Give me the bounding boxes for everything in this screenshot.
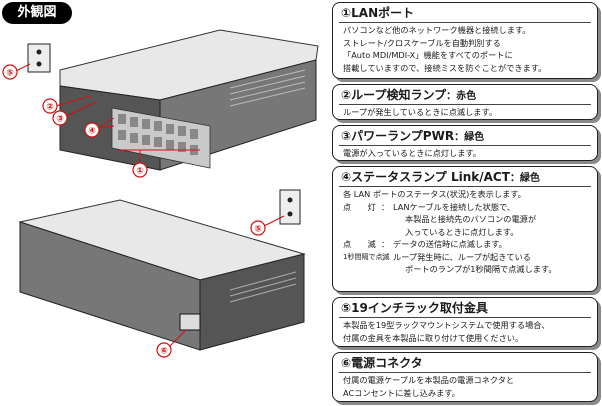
title-text: ⑥電源コネクタ — [341, 356, 423, 370]
panel-title: ⑤19インチラック取付金具 — [333, 298, 597, 316]
body-line: 搭載していますので、接続ミスを防ぐことができます。 — [343, 62, 547, 73]
panel-rack-bracket: ⑤19インチラック取付金具 本製品を19型ラックマウントシステムで使用する場合、… — [332, 297, 598, 347]
body-line: 本製品を19型ラックマウントシステムで使用する場合、 — [343, 320, 550, 330]
status-label: 点 灯 — [343, 201, 376, 212]
panel-loop-lamp: ②ループ検知ランプ：赤色 ループが発生しているときに点滅します。 — [332, 84, 598, 120]
callout-5-top: ⑤ — [6, 69, 14, 79]
status-item: 点 灯：LANケーブルを接続した状態で、 — [343, 201, 516, 212]
panel-power-connector: ⑥電源コネクタ 付属の電源ケーブルを本製品の電源コネクタと ACコンセントに差し… — [332, 352, 598, 402]
body-line: 本製品と接続先のパソコンの電源が — [405, 214, 537, 224]
rear-vents — [229, 271, 297, 303]
status-label: 1秒間隔で点滅 — [343, 252, 390, 261]
panel-power-lamp: ③パワーランプPWR：緑色 電源が入っているときに点灯します。 — [332, 125, 598, 161]
status-item: 点 滅：データの送信時に点滅します。 — [343, 239, 507, 249]
callout-1: ① — [136, 167, 144, 177]
title-subtitle: ：緑色 — [454, 132, 485, 143]
body-line: ループが発生しているときに点滅します。 — [343, 107, 498, 117]
bracket-hole-icon — [287, 197, 293, 203]
title-text: ⑤19インチラック取付金具 — [341, 301, 488, 315]
title-text: ③パワーランプPWR — [341, 129, 455, 143]
callout-5-right: ⑤ — [254, 225, 262, 235]
switch-vents — [229, 69, 306, 107]
body-line: 各 LAN ポートのステータス(状況)を表示します。 — [343, 189, 526, 199]
panel-title: ④ステータスランプ Link/ACT：緑色 — [333, 167, 597, 185]
callout-2: ② — [46, 103, 54, 113]
panel-title: ⑥電源コネクタ — [333, 353, 597, 371]
callout-6: ⑥ — [160, 347, 168, 357]
header-tag: 外観図 — [2, 2, 72, 24]
body-line: 「Auto MDI/MDI-X」機能をすべてのポートに — [343, 50, 513, 60]
power-connector-icon — [179, 313, 201, 331]
body-line: 付属の金具を本製品に取り付けて使用ください。 — [343, 332, 524, 343]
title-text: ①LANポート — [341, 6, 415, 20]
title-subtitle: ：赤色 — [446, 91, 477, 102]
status-item: 1秒間隔で点滅：ループ発生時に、ループが起きている — [343, 251, 531, 262]
body-line: 付属の電源ケーブルを本製品の電源コネクタと — [343, 375, 515, 385]
status-text: LANケーブルを接続した状態で、 — [393, 201, 516, 212]
callout-markers: ⑤ ② ③ ④ ① ⑤ ⑥ — [2, 64, 266, 358]
panel-status-lamp: ④ステータスランプ Link/ACT：緑色 各 LAN ポートのステータス(状況… — [332, 166, 598, 292]
body-line: ストレート/クロスケーブルを自動判別する — [343, 37, 501, 48]
panel-lan-port: ①LANポート パソコンなど他のネットワーク機器と接続します。 ストレート/クロ… — [332, 2, 598, 79]
title-text: ④ステータスランプ Link/ACT — [341, 170, 510, 184]
panel-title: ③パワーランプPWR：緑色 — [333, 126, 597, 144]
status-text: ループ発生時に、ループが起きている — [393, 251, 531, 262]
title-text: ②ループ検知ランプ — [341, 88, 447, 102]
rack-bracket-left — [27, 43, 51, 73]
status-text: データの送信時に点滅します。 — [393, 239, 507, 249]
bracket-hole-icon — [36, 61, 42, 67]
device-illustration: ⑤ ② ③ ④ ① ⑤ ⑥ — [2, 29, 319, 358]
status-label: 点 滅 — [343, 239, 376, 249]
body-line: 入っているときに点灯します。 — [405, 226, 519, 237]
rack-bracket-right — [279, 189, 301, 225]
leader-lines — [13, 63, 285, 347]
body-line: ポートのランプが1秒間隔で点滅します。 — [405, 264, 557, 274]
body-line: ACコンセントに差し込みます。 — [343, 387, 460, 398]
panel-title: ①LANポート — [333, 3, 597, 21]
body-line: パソコンなど他のネットワーク機器と接続します。 — [343, 25, 531, 35]
bracket-hole-icon — [36, 49, 42, 55]
callout-4: ④ — [88, 127, 96, 137]
bracket-hole-icon — [287, 211, 293, 217]
title-subtitle: ：緑色 — [509, 173, 540, 184]
callout-3: ③ — [56, 115, 64, 125]
panel-title: ②ループ検知ランプ：赤色 — [333, 85, 597, 103]
body-line: 電源が入っているときに点灯します。 — [343, 148, 481, 158]
